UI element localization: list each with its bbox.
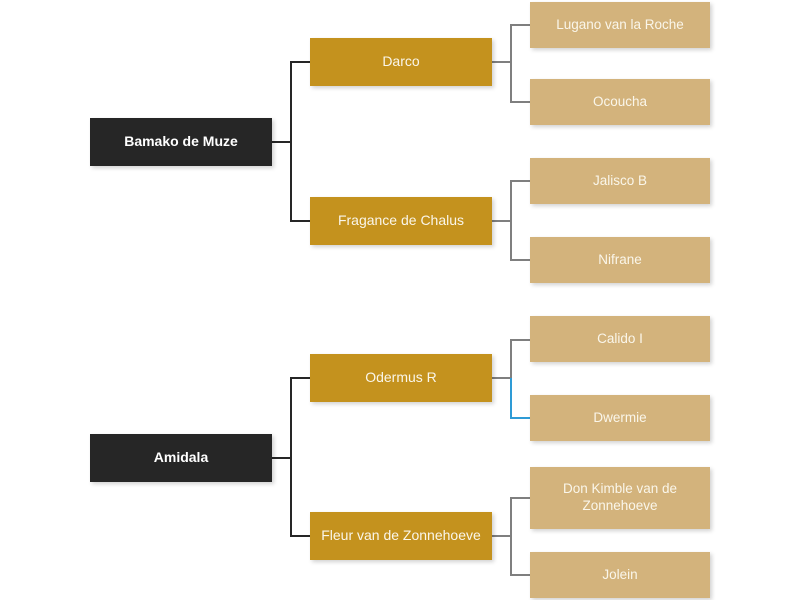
node-nifrane: Nifrane [530,237,710,283]
node-ocoucha: Ocoucha [530,79,710,125]
node-lugano-van-la-roche: Lugano van la Roche [530,2,710,48]
node-amidala: Amidala [90,434,272,482]
node-calido-i: Calido I [530,316,710,362]
node-darco: Darco [310,38,492,86]
connector-fleur-children [492,497,530,576]
node-bamako-de-muze: Bamako de Muze [90,118,272,166]
node-jalisco-b: Jalisco B [530,158,710,204]
connector-darco-children [492,24,530,103]
connector-odermus-calido [492,339,530,379]
node-fleur-van-de-zonnehoeve: Fleur van de Zonnehoeve [310,512,492,560]
connector-odermus-dwermie-blue [510,378,530,419]
node-don-kimble-van-de-zonnehoeve: Don Kimble van de Zonnehoeve [530,467,710,529]
node-dwermie: Dwermie [530,395,710,441]
node-jolein: Jolein [530,552,710,598]
connector-fragance-children [492,180,530,261]
node-odermus-r: Odermus R [310,354,492,402]
connector-bamako-children [272,61,310,222]
node-fragance-de-chalus: Fragance de Chalus [310,197,492,245]
connector-amidala-children [272,377,310,537]
